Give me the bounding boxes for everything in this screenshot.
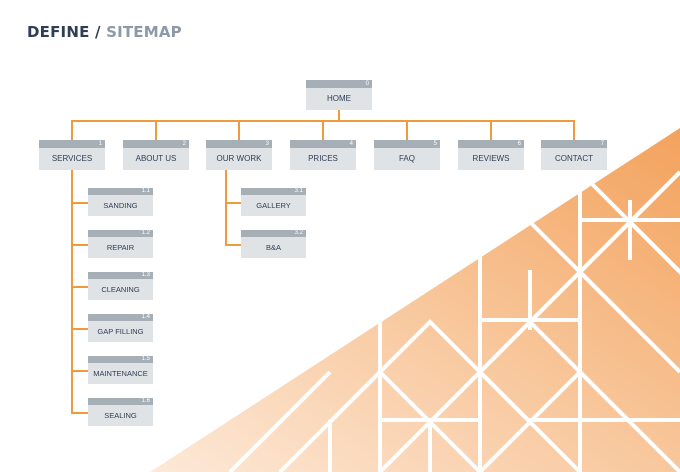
connector-branch-1-1 [71,202,88,204]
node-number: 3 [206,140,272,148]
node-number: 1.6 [88,398,153,405]
node-prices[interactable]: 4 PRICES [290,140,356,170]
node-cleaning[interactable]: 1.3 CLEANING [88,272,153,300]
connector-drop-3 [238,120,240,140]
node-label: CONTACT [541,148,607,170]
connector-drop-4 [322,120,324,140]
node-sealing[interactable]: 1.6 SEALING [88,398,153,426]
node-label: B&A [241,237,306,258]
node-gap-filling[interactable]: 1.4 GAP FILLING [88,314,153,342]
node-label: GALLERY [241,195,306,216]
node-number: 5 [374,140,440,148]
node-label: PRICES [290,148,356,170]
node-label: CLEANING [88,279,153,300]
node-repair[interactable]: 1.2 REPAIR [88,230,153,258]
connector-branch-1-4 [71,328,88,330]
node-label: GAP FILLING [88,321,153,342]
connector-drop-2 [155,120,157,140]
node-label: FAQ [374,148,440,170]
node-label: OUR WORK [206,148,272,170]
node-number: 3.1 [241,188,306,195]
title-sub: SITEMAP [106,23,182,41]
node-number: 0 [306,80,372,88]
connector-drop-7 [573,120,575,140]
node-our-work[interactable]: 3 OUR WORK [206,140,272,170]
node-reviews[interactable]: 6 REVIEWS [458,140,524,170]
node-number: 1.2 [88,230,153,237]
node-before-after[interactable]: 3.2 B&A [241,230,306,258]
connector-drop-6 [490,120,492,140]
connector-root-down [338,110,340,121]
node-number: 3.2 [241,230,306,237]
node-number: 7 [541,140,607,148]
node-label: MAINTENANCE [88,363,153,384]
node-services[interactable]: 1 SERVICES [39,140,105,170]
node-label: SERVICES [39,148,105,170]
connector-branch-3-2 [225,244,241,246]
node-label: SEALING [88,405,153,426]
node-home[interactable]: 0 HOME [306,80,372,110]
page-title: DEFINE / SITEMAP [27,23,182,41]
connector-branch-1-5 [71,370,88,372]
node-label: ABOUT US [123,148,189,170]
node-label: REPAIR [88,237,153,258]
connector-services-vertical [71,170,73,413]
node-label: REVIEWS [458,148,524,170]
node-number: 1.4 [88,314,153,321]
node-label: HOME [306,88,372,110]
node-number: 4 [290,140,356,148]
connector-branch-1-2 [71,244,88,246]
node-label: SANDING [88,195,153,216]
node-faq[interactable]: 5 FAQ [374,140,440,170]
connector-branch-1-6 [71,412,88,414]
connector-drop-5 [406,120,408,140]
node-number: 1 [39,140,105,148]
title-main: DEFINE [27,23,90,41]
title-separator: / [89,23,107,41]
connector-branch-3-1 [225,202,241,204]
node-number: 1.5 [88,356,153,363]
connector-ourwork-vertical [225,170,227,245]
node-gallery[interactable]: 3.1 GALLERY [241,188,306,216]
node-number: 1.1 [88,188,153,195]
node-number: 6 [458,140,524,148]
node-number: 1.3 [88,272,153,279]
node-contact[interactable]: 7 CONTACT [541,140,607,170]
connector-branch-1-3 [71,286,88,288]
node-maintenance[interactable]: 1.5 MAINTENANCE [88,356,153,384]
node-number: 2 [123,140,189,148]
connector-drop-1 [71,120,73,140]
node-about-us[interactable]: 2 ABOUT US [123,140,189,170]
node-sanding[interactable]: 1.1 SANDING [88,188,153,216]
